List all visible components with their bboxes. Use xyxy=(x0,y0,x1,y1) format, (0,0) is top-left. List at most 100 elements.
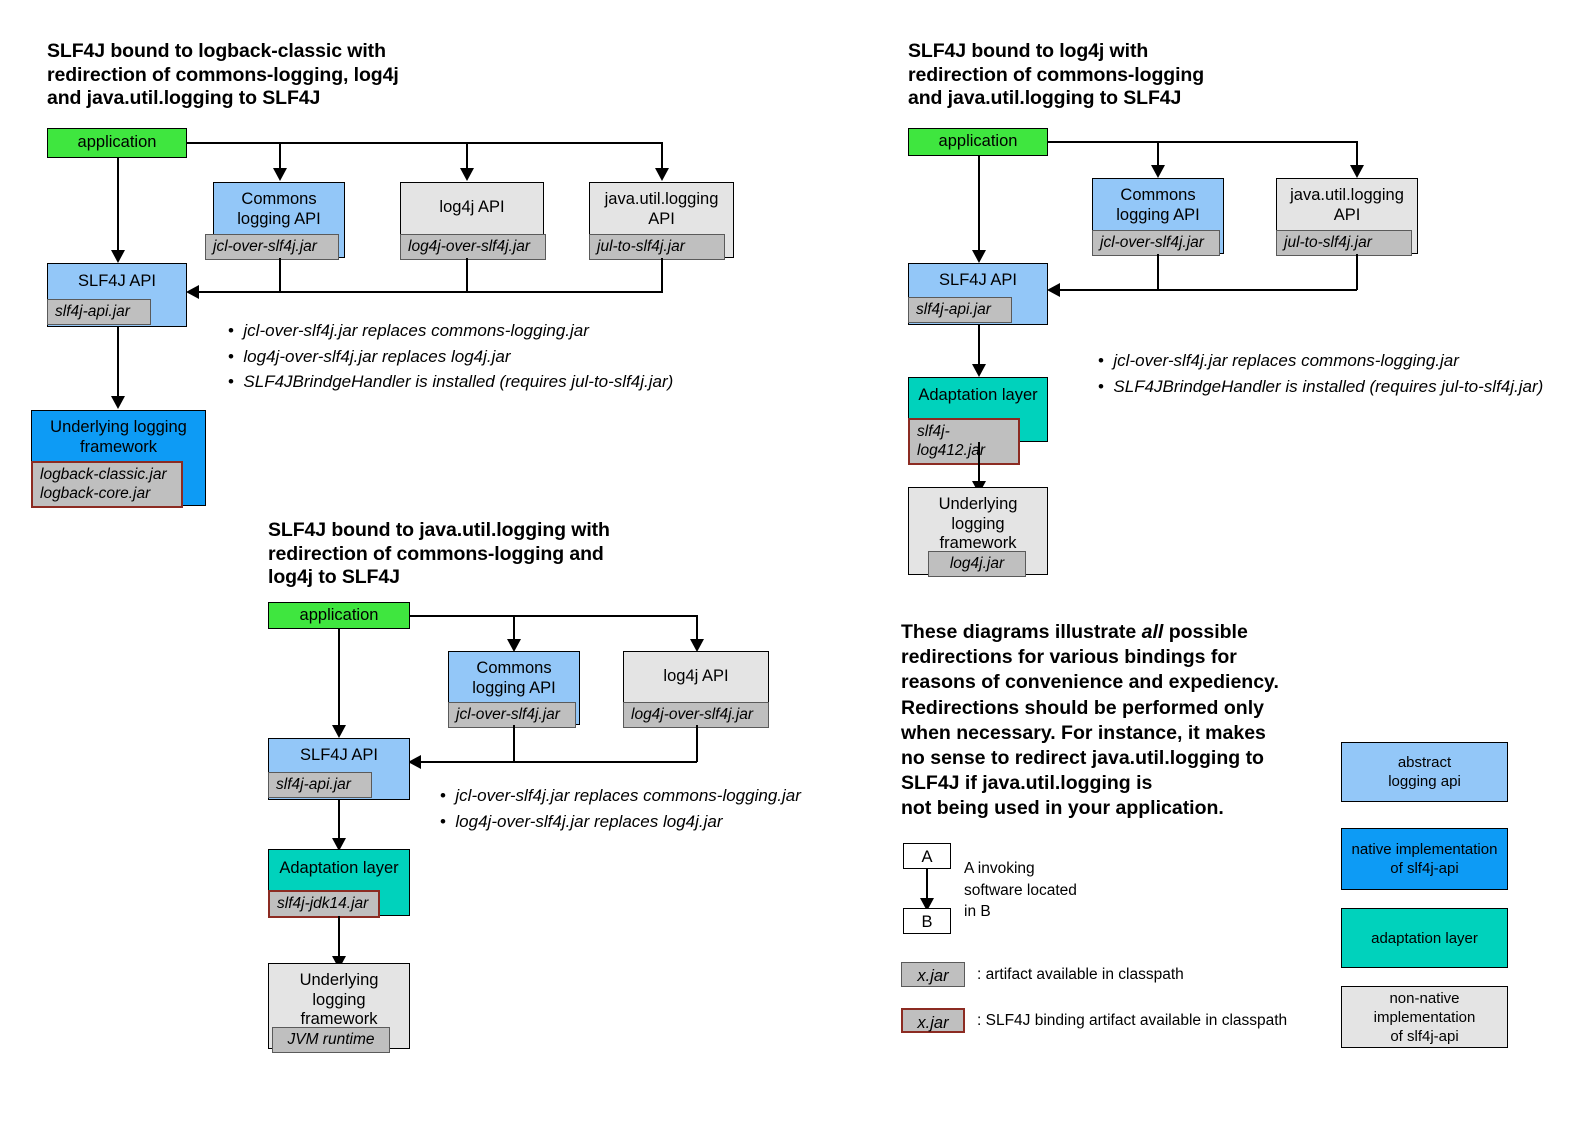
d2-rail-h xyxy=(1047,141,1357,143)
d1-ret-commons xyxy=(279,258,281,292)
d2-jul-api-label: java.util.logging API xyxy=(1290,186,1404,224)
d1-app-to-slf4j-arrow xyxy=(111,250,125,263)
d1-commons-jar: jcl-over-slf4j.jar xyxy=(205,234,339,260)
d1-log4j-api-label: log4j API xyxy=(439,198,505,216)
d1-note-2: SLF4JBrindgeHandler is installed (requir… xyxy=(228,369,673,395)
d2-ret-commons xyxy=(1157,254,1159,290)
legend-binding-jar-caption: : SLF4J binding artifact available in cl… xyxy=(977,1012,1288,1029)
d3-note-0: jcl-over-slf4j.jar replaces commons-logg… xyxy=(440,783,800,809)
legend-invoke-caption: A invoking software located in B xyxy=(964,860,1077,920)
d1-arrow-commons xyxy=(273,168,287,181)
d3-rail-h xyxy=(409,615,697,617)
d2-application-label: application xyxy=(938,132,1018,150)
d1-slf4j-to-under-arrow xyxy=(111,396,125,409)
d2-arrow-jul xyxy=(1350,165,1364,178)
d3-application-label: application xyxy=(299,606,379,624)
d2-slf4j-api-label: SLF4J API xyxy=(939,271,1017,289)
d2-slf4j-to-adapt-arrow xyxy=(972,364,986,377)
d2-ret-arrow xyxy=(1047,283,1060,297)
d3-ret-commons xyxy=(513,725,515,762)
paragraph-emphasis: all xyxy=(1141,621,1164,643)
d2-app-to-slf4j-arrow xyxy=(972,250,986,263)
d3-slf4j-to-adapt-line xyxy=(338,800,340,840)
d2-slf4j-jar: slf4j-api.jar xyxy=(908,297,1012,323)
d1-notes: jcl-over-slf4j.jar replaces commons-logg… xyxy=(228,318,673,395)
d1-underlying-label: Underlying logging framework xyxy=(50,418,187,456)
d3-underlying-label: Underlying logging framework xyxy=(299,971,379,1028)
diagram1-title: SLF4J bound to logback-classic with redi… xyxy=(47,40,399,109)
d2-underlying-jar: log4j.jar xyxy=(928,551,1026,577)
legend-jar-caption: : artifact available in classpath xyxy=(977,966,1184,983)
d1-ret-h xyxy=(196,291,663,293)
d1-underlying-jar: logback-classic.jar logback-core.jar xyxy=(31,461,183,508)
explanatory-paragraph: These diagrams illustrate all possible r… xyxy=(901,620,1331,822)
d2-application-box[interactable]: application xyxy=(908,128,1048,156)
diagram3-title: SLF4J bound to java.util.logging with re… xyxy=(268,519,610,588)
d2-arrow-commons xyxy=(1151,165,1165,178)
legend-jar-sample: x.jar xyxy=(901,962,965,987)
d3-note-1: log4j-over-slf4j.jar replaces log4j.jar xyxy=(440,809,801,835)
legend-swatch-non-native-impl: non-native implementation of slf4j-api xyxy=(1341,986,1508,1048)
d1-arrow-log4j xyxy=(460,168,474,181)
d2-underlying-label: Underlying logging framework xyxy=(938,495,1018,552)
d2-note-0: jcl-over-slf4j.jar replaces commons-logg… xyxy=(1098,348,1543,374)
d3-slf4j-api-label: SLF4J API xyxy=(300,746,378,764)
d3-app-to-slf4j-line xyxy=(338,629,340,728)
d3-ret-arrow xyxy=(408,755,421,769)
d2-adapt-to-under-line xyxy=(978,442,980,484)
d3-underlying-jar: JVM runtime xyxy=(272,1027,390,1053)
diagram2-title: SLF4J bound to log4j with redirection of… xyxy=(908,40,1205,109)
d3-adaptation-jar: slf4j-jdk14.jar xyxy=(268,890,380,918)
d2-notes: jcl-over-slf4j.jar replaces commons-logg… xyxy=(1098,348,1543,399)
d2-ret-jul xyxy=(1356,254,1358,290)
legend-swatch-native-impl: native implementation of slf4j-api xyxy=(1341,828,1508,890)
legend-swatch-adaptation-layer: adaptation layer xyxy=(1341,908,1508,968)
d2-slf4j-to-adapt-line xyxy=(978,325,980,367)
d1-ret-log4j xyxy=(466,258,468,292)
d3-ret-log4j xyxy=(696,725,698,762)
d3-app-to-slf4j-arrow xyxy=(332,725,346,738)
legend-node-b: B xyxy=(903,908,951,934)
d1-slf4j-to-under-line xyxy=(117,327,119,399)
d2-rail-commons xyxy=(1157,141,1159,169)
d1-underlying-box[interactable]: Underlying logging framework xyxy=(31,410,206,506)
d2-commons-jar: jcl-over-slf4j.jar xyxy=(1092,230,1220,256)
d2-note-1: SLF4JBrindgeHandler is installed (requir… xyxy=(1098,374,1543,400)
d1-ret-arrow xyxy=(186,285,199,299)
d2-rail-jul xyxy=(1356,141,1358,169)
d3-rail-commons xyxy=(513,615,515,643)
d2-adaptation-label: Adaptation layer xyxy=(918,386,1038,404)
d1-log4j-jar: log4j-over-slf4j.jar xyxy=(400,234,546,260)
d1-ret-jul xyxy=(661,258,663,292)
d1-arrow-jul xyxy=(655,168,669,181)
d2-commons-api-label: Commons logging API xyxy=(1116,186,1200,224)
d2-ret-h xyxy=(1057,289,1357,291)
d3-commons-jar: jcl-over-slf4j.jar xyxy=(448,702,576,728)
d3-arrow-commons xyxy=(507,639,521,652)
legend-node-a: A xyxy=(903,843,951,869)
d3-notes: jcl-over-slf4j.jar replaces commons-logg… xyxy=(440,783,801,835)
d3-application-box[interactable]: application xyxy=(268,602,410,629)
d1-jul-jar: jul-to-slf4j.jar xyxy=(589,234,725,260)
d1-application-box[interactable]: application xyxy=(47,128,187,158)
d1-jul-api-label: java.util.logging API xyxy=(604,190,719,228)
d3-log4j-jar: log4j-over-slf4j.jar xyxy=(623,702,769,728)
d1-rail-h xyxy=(186,142,663,144)
d3-slf4j-to-adapt-arrow xyxy=(332,838,346,851)
d3-slf4j-jar: slf4j-api.jar xyxy=(268,772,372,798)
d1-app-to-slf4j-line xyxy=(117,158,119,253)
paragraph-line2: possible redirections for various bindin… xyxy=(901,621,1279,820)
d3-arrow-log4j xyxy=(690,639,704,652)
d3-adaptation-label: Adaptation layer xyxy=(279,859,399,877)
paragraph-line1: These diagrams illustrate xyxy=(901,621,1142,643)
d3-ret-h xyxy=(418,761,697,763)
d3-rail-log4j xyxy=(696,615,698,643)
d1-application-label: application xyxy=(77,133,157,151)
d1-rail-log4j xyxy=(466,142,468,172)
d2-app-to-slf4j-line xyxy=(978,156,980,254)
d3-log4j-api-label: log4j API xyxy=(663,667,729,685)
legend-arrow-line xyxy=(926,869,928,901)
d1-rail-jul xyxy=(661,142,663,172)
d2-adaptation-jar: slf4j-log412.jar xyxy=(908,418,1020,465)
